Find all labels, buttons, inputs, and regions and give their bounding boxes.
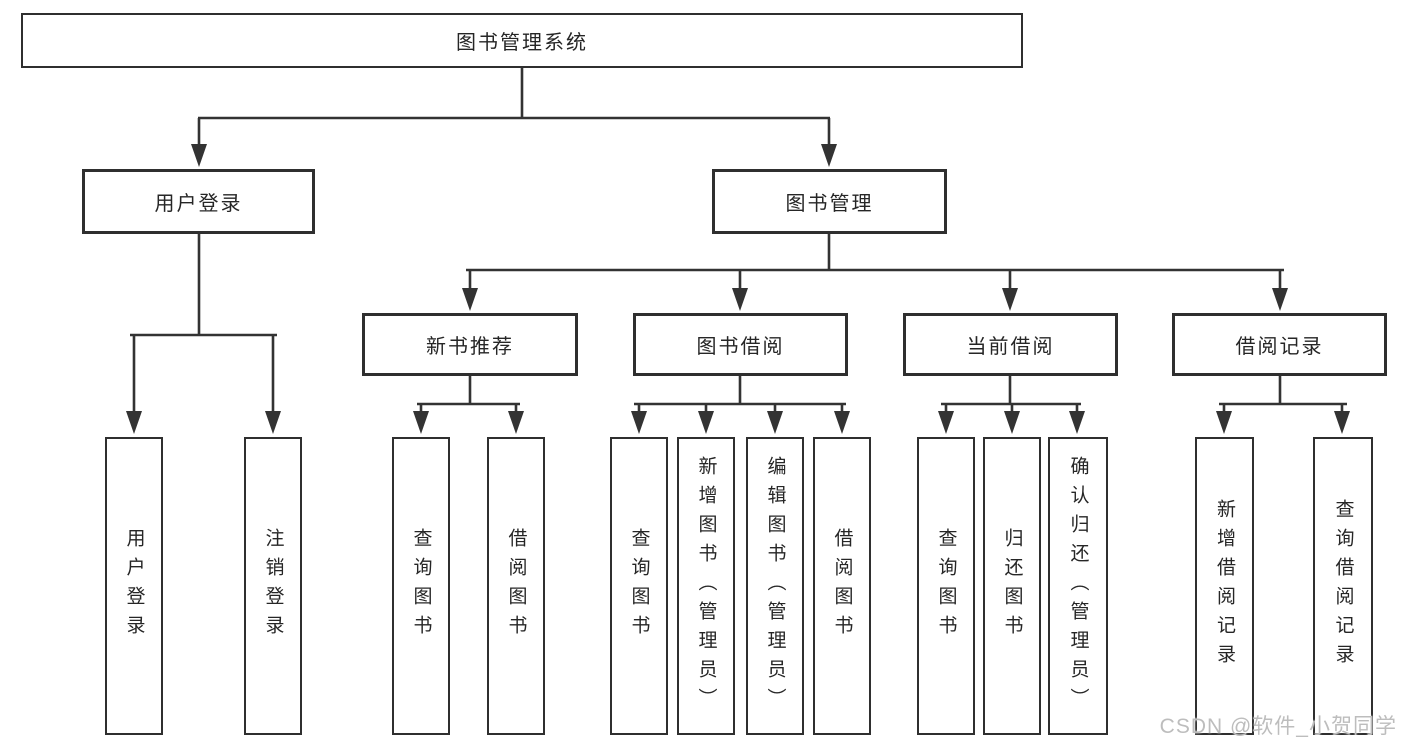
leaf-user-login: 用户登录: [105, 437, 163, 735]
leaf-borrow-books-borrowing: 借阅图书: [813, 437, 871, 735]
node-borrowing-records: 借阅记录: [1172, 313, 1387, 376]
leaf-query-borrow-record: 查询借阅记录: [1313, 437, 1373, 735]
leaf-confirm-return-admin: 确认归还（管理员）: [1048, 437, 1108, 735]
leaf-query-books-borrowing: 查询图书: [610, 437, 668, 735]
leaf-query-books-recommend: 查询图书: [392, 437, 450, 735]
node-new-book-recommendation: 新书推荐: [362, 313, 578, 376]
leaf-add-books-admin: 新增图书（管理员）: [677, 437, 735, 735]
connector-arrowheads: [126, 144, 1350, 434]
node-library-management-system: 图书管理系统: [21, 13, 1023, 68]
leaf-edit-books-admin: 编辑图书（管理员）: [746, 437, 804, 735]
node-book-management: 图书管理: [712, 169, 947, 234]
node-book-borrowing: 图书借阅: [633, 313, 848, 376]
leaf-borrow-books-recommend: 借阅图书: [487, 437, 545, 735]
leaf-add-borrow-record: 新增借阅记录: [1195, 437, 1254, 735]
node-user-login: 用户登录: [82, 169, 315, 234]
leaf-query-books-current: 查询图书: [917, 437, 975, 735]
leaf-return-books: 归还图书: [983, 437, 1041, 735]
node-current-borrowing: 当前借阅: [903, 313, 1118, 376]
watermark: CSDN @软件_小贺同学: [1159, 715, 1397, 738]
leaf-logout: 注销登录: [244, 437, 302, 735]
